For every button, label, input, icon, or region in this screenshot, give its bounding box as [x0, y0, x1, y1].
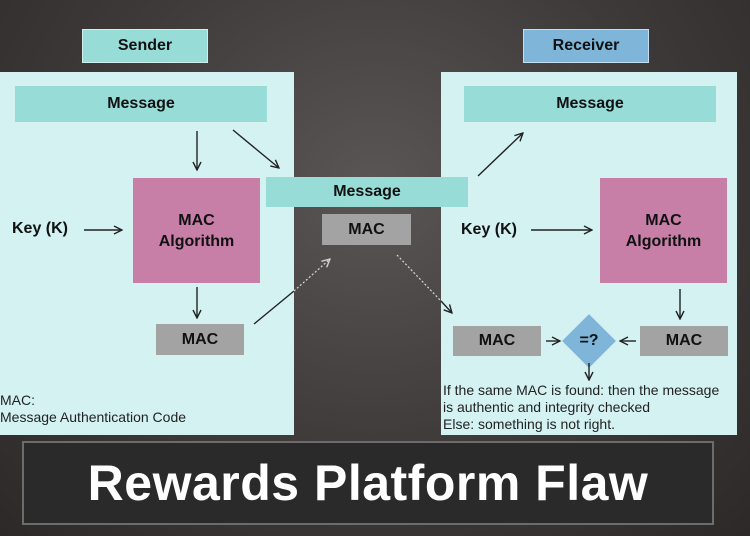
sender-note-line2: Message Authentication Code: [0, 409, 187, 425]
receiver-message-label: Message: [556, 95, 624, 112]
sender-mac-algorithm-box: MAC Algorithm: [133, 178, 260, 283]
arrow-sender-message-to-channel: [232, 129, 279, 168]
channel-mac-box: MAC: [322, 214, 411, 245]
receiver-mac-algorithm-line2: Algorithm: [625, 232, 702, 250]
title-banner: Rewards Platform Flaw: [22, 441, 714, 525]
sender-tab-label: Sender: [117, 37, 173, 54]
receiver-result-line3: Else: something is not right.: [443, 416, 615, 432]
arrow-channel-mac-to-receiver-dark: [396, 254, 442, 302]
sender-mac-box: MAC: [156, 324, 244, 355]
arrow-channel-mac-to-receiver: [440, 300, 452, 313]
sender-tab: Sender: [82, 29, 208, 63]
sender-note-line1: MAC:: [0, 392, 35, 408]
banner-title: Rewards Platform Flaw: [87, 455, 649, 511]
sender-key-label: Key (K): [12, 220, 69, 237]
arrow-channel-to-receiver-message: [477, 133, 523, 177]
receiver-computed-mac-box: MAC: [640, 326, 728, 356]
arrow-sender-mac-to-channel-dark: [293, 259, 330, 292]
receiver-received-mac-label: MAC: [478, 332, 516, 349]
receiver-key-label: Key (K): [461, 221, 518, 238]
sender-mac-algorithm-line1: MAC: [178, 211, 215, 229]
sender-note: MAC: Message Authentication Code: [0, 392, 186, 426]
sender-mac-label: MAC: [181, 330, 219, 348]
receiver-result-note: If the same MAC is found: then the messa…: [443, 382, 719, 433]
receiver-mac-algorithm-box: MAC Algorithm: [600, 178, 727, 283]
channel-message-label: Message: [333, 183, 401, 200]
receiver-result-line2: is authentic and integrity checked: [443, 399, 651, 415]
receiver-tab-label: Receiver: [552, 37, 620, 54]
receiver-received-mac-box: MAC: [453, 326, 541, 356]
receiver-result-line1: If the same MAC is found: then the messa…: [443, 382, 720, 398]
channel-message-box: Message: [266, 177, 468, 207]
arrow-sender-mac-to-channel: [253, 290, 295, 325]
compare-label: =?: [579, 332, 599, 349]
receiver-mac-algorithm-line1: MAC: [645, 211, 682, 229]
receiver-message-box: Message: [464, 86, 716, 122]
receiver-tab: Receiver: [523, 29, 649, 63]
receiver-computed-mac-label: MAC: [665, 332, 703, 349]
channel-mac-label: MAC: [348, 220, 385, 238]
sender-mac-algorithm-line2: Algorithm: [158, 232, 235, 250]
sender-message-box: Message: [15, 86, 267, 122]
sender-message-label: Message: [107, 95, 175, 112]
